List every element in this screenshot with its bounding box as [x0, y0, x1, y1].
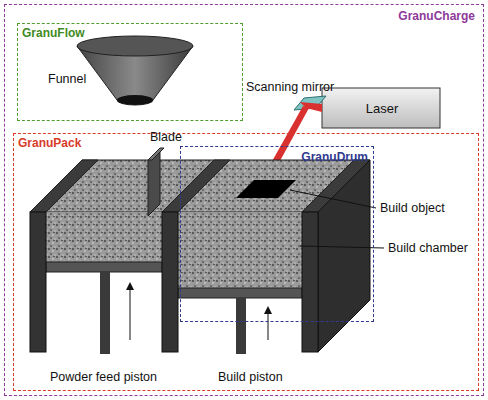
region-box: GranuChargeGranuFlowLaserGranuPackGranuD… [4, 4, 484, 396]
region-title: GranuPack [18, 137, 81, 151]
region-title: GranuFlow [22, 27, 85, 41]
region-box: GranuDrum [180, 146, 374, 322]
part-label: Build object [380, 201, 445, 215]
region-title: GranuDrum [301, 151, 368, 165]
part-label: Build piston [218, 370, 283, 384]
region-box: GranuPackGranuDrum [13, 133, 479, 391]
laser-box: Laser [323, 89, 441, 129]
device-label: Laser [366, 102, 399, 117]
part-label: Powder feed piston [50, 370, 157, 384]
part-label: Build chamber [388, 241, 468, 255]
region-title: GranuCharge [398, 10, 475, 24]
part-label: Scanning mirror [246, 80, 334, 94]
part-label: Blade [150, 130, 182, 144]
part-label: Funnel [48, 72, 86, 86]
